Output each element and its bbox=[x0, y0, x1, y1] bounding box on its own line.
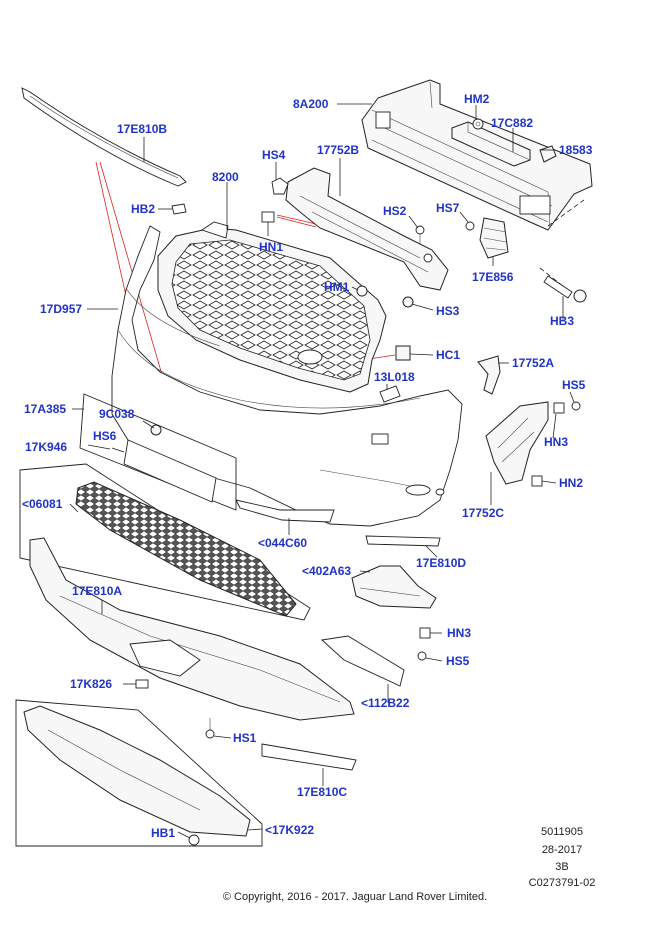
part-8200-grille[interactable] bbox=[157, 221, 387, 393]
part-17752C-bracket[interactable] bbox=[485, 401, 549, 485]
part-HC1-sensor[interactable] bbox=[395, 345, 411, 361]
label-13L018[interactable]: 13L018 bbox=[374, 370, 415, 384]
label-17E810B[interactable]: 17E810B bbox=[117, 122, 167, 136]
part-112B22-trim[interactable] bbox=[320, 635, 405, 687]
copyright-notice: © Copyright, 2016 - 2017. Jaguar Land Ro… bbox=[223, 891, 487, 903]
drawing-id: C0273791-02 bbox=[529, 877, 596, 889]
part-HS4-screw[interactable] bbox=[271, 177, 289, 195]
part-HS3-screw[interactable] bbox=[402, 296, 414, 308]
label-HS2[interactable]: HS2 bbox=[383, 204, 407, 218]
label-17K826[interactable]: 17K826 bbox=[70, 677, 112, 691]
label-17D957[interactable]: 17D957 bbox=[40, 302, 82, 316]
part-HN2-nut[interactable] bbox=[531, 475, 543, 487]
part-17E810C-trim[interactable] bbox=[261, 743, 357, 771]
label-402A63[interactable]: <402A63 bbox=[302, 564, 351, 578]
label-HS6[interactable]: HS6 bbox=[93, 429, 117, 443]
label-17C882[interactable]: 17C882 bbox=[491, 116, 533, 130]
label-HM2[interactable]: HM2 bbox=[464, 92, 490, 106]
part-HS7-screw[interactable] bbox=[465, 221, 475, 231]
label-8A200[interactable]: 8A200 bbox=[293, 97, 329, 111]
part-402A63-bracket[interactable] bbox=[351, 565, 437, 609]
part-labels: 17E810B 8A200 HM2 17C882 18583 HS4 17752… bbox=[22, 92, 593, 840]
label-06081[interactable]: <06081 bbox=[22, 497, 63, 511]
label-HN2[interactable]: HN2 bbox=[559, 476, 583, 490]
label-17K946[interactable]: 17K946 bbox=[25, 440, 67, 454]
part-17C882-absorber[interactable] bbox=[451, 121, 531, 167]
label-17E810D[interactable]: 17E810D bbox=[416, 556, 466, 570]
part-HB3-bolt[interactable] bbox=[539, 199, 587, 303]
part-HM2-nut[interactable] bbox=[472, 118, 484, 130]
date-code: 28-2017 bbox=[542, 844, 582, 856]
label-17752C[interactable]: 17752C bbox=[462, 506, 504, 520]
part-HS5-screw-upper[interactable] bbox=[571, 401, 581, 411]
part-17E810A-undertray[interactable] bbox=[29, 537, 355, 721]
label-HB3[interactable]: HB3 bbox=[550, 314, 574, 328]
label-18583[interactable]: 18583 bbox=[559, 143, 593, 157]
part-17752A-bracket[interactable] bbox=[477, 355, 501, 395]
part-17E810B-trim[interactable] bbox=[21, 87, 187, 187]
part-13L018-bracket[interactable] bbox=[379, 385, 401, 403]
label-HS4[interactable]: HS4 bbox=[262, 148, 286, 162]
label-HC1[interactable]: HC1 bbox=[436, 348, 460, 362]
label-17E810A[interactable]: 17E810A bbox=[72, 584, 122, 598]
part-HN1-nut[interactable] bbox=[261, 211, 275, 223]
label-17A385[interactable]: 17A385 bbox=[24, 402, 66, 416]
part-HS5-screw-lower[interactable] bbox=[417, 651, 427, 661]
label-17752A[interactable]: 17752A bbox=[512, 356, 554, 370]
part-17K946-lower-grille[interactable] bbox=[19, 463, 311, 621]
part-8A200-crash-beam[interactable] bbox=[361, 79, 593, 231]
label-HS7[interactable]: HS7 bbox=[436, 201, 460, 215]
label-HN3-lower[interactable]: HN3 bbox=[447, 626, 471, 640]
part-044C60-trim[interactable] bbox=[235, 499, 335, 523]
label-17E856[interactable]: 17E856 bbox=[472, 270, 514, 284]
part-HM1-nut[interactable] bbox=[356, 285, 368, 297]
part-HN3-nut-upper[interactable] bbox=[553, 402, 565, 414]
label-HS5-lower[interactable]: HS5 bbox=[446, 654, 470, 668]
part-17K922-splash-shield[interactable] bbox=[15, 699, 263, 847]
part-17K826-clip[interactable] bbox=[135, 679, 149, 689]
part-17D957-bumper-cover[interactable] bbox=[111, 225, 463, 527]
label-HN1[interactable]: HN1 bbox=[259, 240, 283, 254]
part-HN3-nut-lower[interactable] bbox=[419, 627, 431, 639]
label-9C038[interactable]: 9C038 bbox=[99, 407, 135, 421]
drawing-metadata: 5011905 28-2017 3B C0273791-02 © Copyrig… bbox=[223, 826, 595, 903]
label-112B22[interactable]: <112B22 bbox=[361, 696, 410, 710]
label-17K922[interactable]: <17K922 bbox=[265, 823, 314, 837]
label-17752B[interactable]: 17752B bbox=[317, 143, 359, 157]
label-HN3-upper[interactable]: HN3 bbox=[544, 435, 568, 449]
label-HS1[interactable]: HS1 bbox=[233, 731, 257, 745]
label-17E810C[interactable]: 17E810C bbox=[297, 785, 347, 799]
leader-lines bbox=[69, 103, 575, 839]
label-HS5-upper[interactable]: HS5 bbox=[562, 378, 586, 392]
label-HM1[interactable]: HM1 bbox=[324, 280, 350, 294]
sheet-number: 3B bbox=[555, 861, 568, 873]
ref-number: 5011905 bbox=[541, 826, 583, 838]
part-17E810D-trim[interactable] bbox=[365, 535, 441, 547]
part-HS2-screw[interactable] bbox=[415, 225, 425, 244]
part-HB2-bolt[interactable] bbox=[171, 203, 187, 215]
part-HS1-screw[interactable] bbox=[205, 718, 215, 739]
label-HB2[interactable]: HB2 bbox=[131, 202, 155, 216]
label-044C60[interactable]: <044C60 bbox=[258, 536, 307, 550]
part-17E856-bracket[interactable] bbox=[479, 217, 509, 259]
part-17A385-plate-plinth[interactable] bbox=[79, 393, 237, 511]
label-8200[interactable]: 8200 bbox=[212, 170, 239, 184]
label-HS3[interactable]: HS3 bbox=[436, 304, 460, 318]
part-17752B-bracket[interactable] bbox=[285, 167, 449, 291]
label-HB1[interactable]: HB1 bbox=[151, 826, 175, 840]
